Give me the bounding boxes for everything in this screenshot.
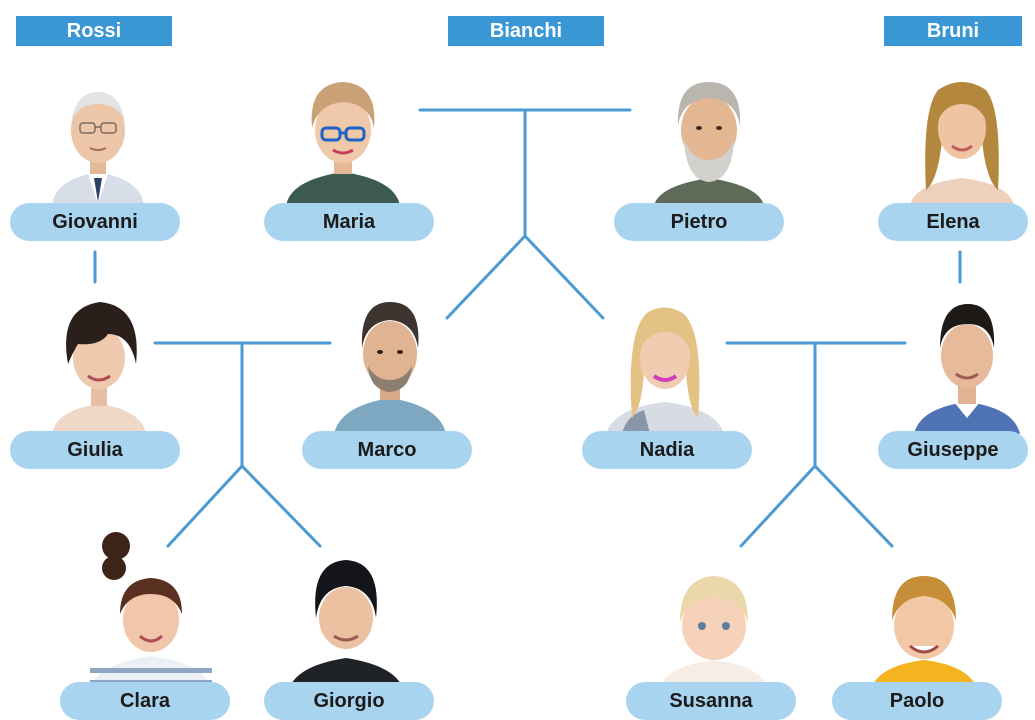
paolo-avatar xyxy=(870,576,978,692)
giorgio-avatar xyxy=(288,560,404,692)
descent-branch-marco xyxy=(445,234,527,320)
name-pill-giuseppe: Giuseppe xyxy=(878,431,1028,469)
descent-branch-paolo xyxy=(813,464,894,548)
elena-avatar xyxy=(910,82,1014,206)
descent-branch-nadia xyxy=(523,234,605,320)
maria-avatar xyxy=(286,82,400,206)
name-pill-marco: Marco xyxy=(302,431,472,469)
marco-avatar xyxy=(334,302,446,434)
nadia-avatar xyxy=(606,307,724,434)
name-pill-nadia: Nadia xyxy=(582,431,752,469)
name-pill-pietro: Pietro xyxy=(614,203,784,241)
name-pill-giulia: Giulia xyxy=(10,431,180,469)
name-pill-giorgio: Giorgio xyxy=(264,682,434,720)
name-pill-clara: Clara xyxy=(60,682,230,720)
giuseppe-avatar xyxy=(914,304,1020,434)
descent-branch-clara xyxy=(166,464,244,548)
susanna-avatar xyxy=(658,576,770,692)
descent-branch-susanna xyxy=(739,464,817,548)
name-pill-giovanni: Giovanni xyxy=(10,203,180,241)
name-pill-elena: Elena xyxy=(878,203,1028,241)
family-header-bruni: Bruni xyxy=(884,16,1022,46)
pietro-avatar xyxy=(654,82,764,206)
descent-branch-giorgio xyxy=(240,464,322,548)
giovanni-avatar xyxy=(52,92,144,206)
name-pill-paolo: Paolo xyxy=(832,682,1002,720)
clara-avatar xyxy=(90,532,212,690)
name-pill-maria: Maria xyxy=(264,203,434,241)
family-header-bianchi: Bianchi xyxy=(448,16,604,46)
giulia-avatar xyxy=(52,302,146,434)
name-pill-susanna: Susanna xyxy=(626,682,796,720)
family-header-rossi: Rossi xyxy=(16,16,172,46)
